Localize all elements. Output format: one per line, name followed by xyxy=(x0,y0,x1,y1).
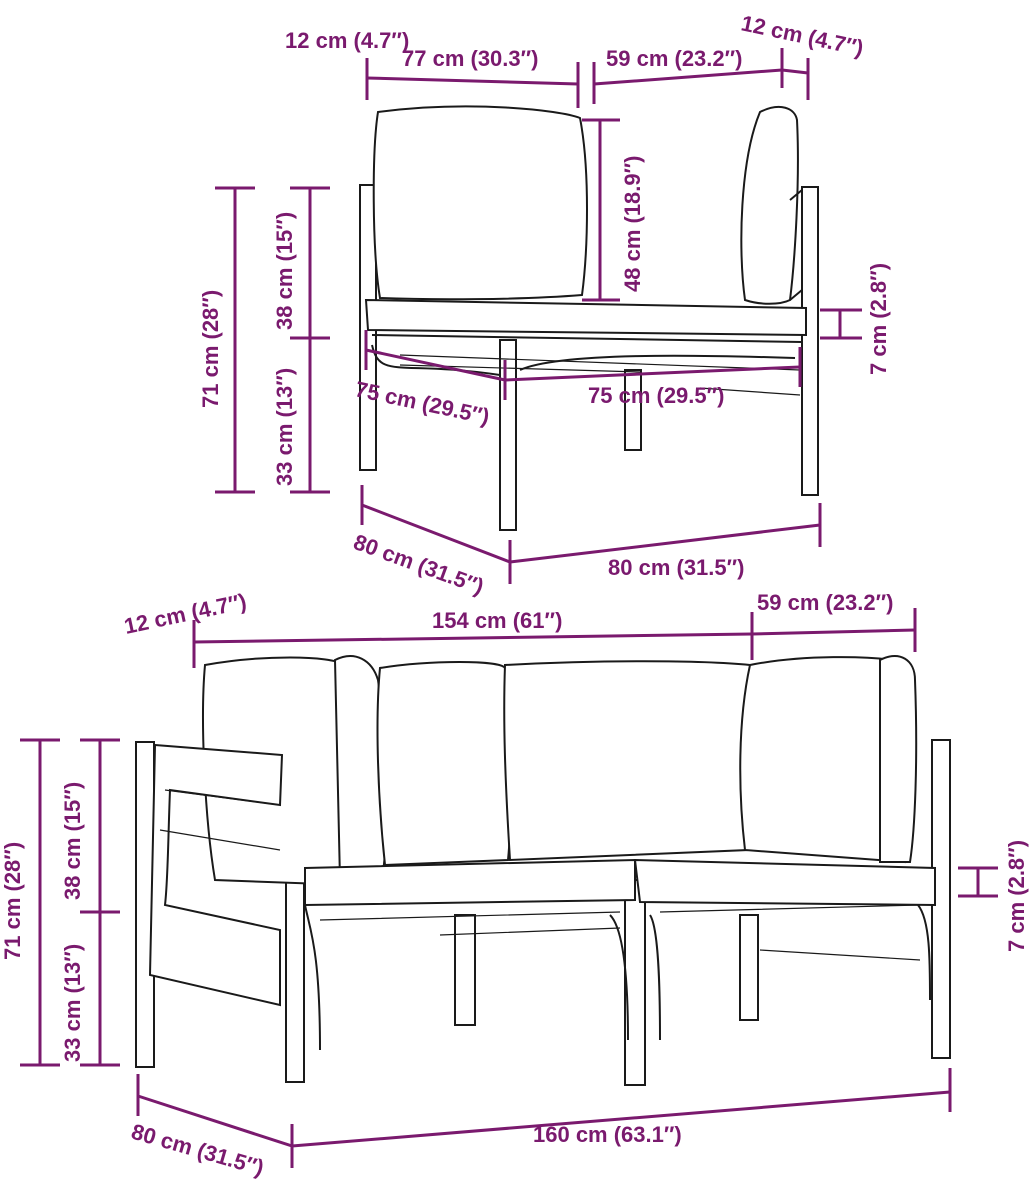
label-lower-height: 33 cm (13″) xyxy=(272,368,297,486)
label-sofa-lower-height: 33 cm (13″) xyxy=(60,944,85,1062)
label-side-width: 59 cm (23.2″) xyxy=(606,46,743,71)
label-sofa-width: 160 cm (63.1″) xyxy=(533,1122,682,1147)
label-sofa-total-height: 71 cm (28″) xyxy=(0,842,25,960)
label-sofa-upper-height: 38 cm (15″) xyxy=(60,782,85,900)
label-arm-depth-right: 12 cm (4.7″) xyxy=(739,10,866,60)
armrest-straps xyxy=(159,789,281,931)
corner-module-drawing xyxy=(359,105,819,531)
seat-cushion xyxy=(364,298,807,337)
label-width: 80 cm (31.5″) xyxy=(608,555,745,580)
corner-module-dimensions xyxy=(215,48,862,584)
side-cushion xyxy=(740,105,799,305)
back-cushion-middle xyxy=(376,661,512,867)
label-total-height: 71 cm (28″) xyxy=(198,290,223,408)
side-cushion-right xyxy=(879,655,918,863)
arm-frame xyxy=(789,189,803,301)
seat-cushion-right xyxy=(633,858,936,907)
label-sofa-side-width: 59 cm (23.2″) xyxy=(757,590,894,615)
rear-leg-right xyxy=(739,914,759,1021)
sofa-drawing xyxy=(135,655,951,1086)
label-arm-depth: 12 cm (4.7″) xyxy=(285,28,409,53)
label-sofa-arm-depth: 12 cm (4.7″) xyxy=(122,589,249,639)
frame-legs xyxy=(304,904,931,1051)
label-upper-height: 38 cm (15″) xyxy=(272,212,297,330)
label-depth: 80 cm (31.5″) xyxy=(350,529,487,599)
back-cushion-center xyxy=(503,660,752,862)
label-sofa-cushion-thickness: 7 cm (2.8″) xyxy=(1004,840,1029,952)
label-back-height: 48 cm (18.9″) xyxy=(620,155,645,292)
sofa-dimensions xyxy=(20,608,998,1168)
label-sofa-depth: 80 cm (31.5″) xyxy=(129,1119,267,1181)
label-back-width: 77 cm (30.3″) xyxy=(402,46,539,71)
back-leg xyxy=(624,369,642,451)
seat-cushion-left xyxy=(304,858,636,907)
label-sofa-inner-width: 154 cm (61″) xyxy=(432,608,562,633)
rear-leg xyxy=(454,914,476,1026)
label-cushion-thickness: 7 cm (2.8″) xyxy=(866,263,891,375)
back-cushion xyxy=(372,105,588,301)
frame-rails xyxy=(319,904,921,961)
right-rear-post xyxy=(801,186,819,496)
label-seat-width: 75 cm (29.5″) xyxy=(588,383,725,408)
center-leg xyxy=(624,879,646,1086)
